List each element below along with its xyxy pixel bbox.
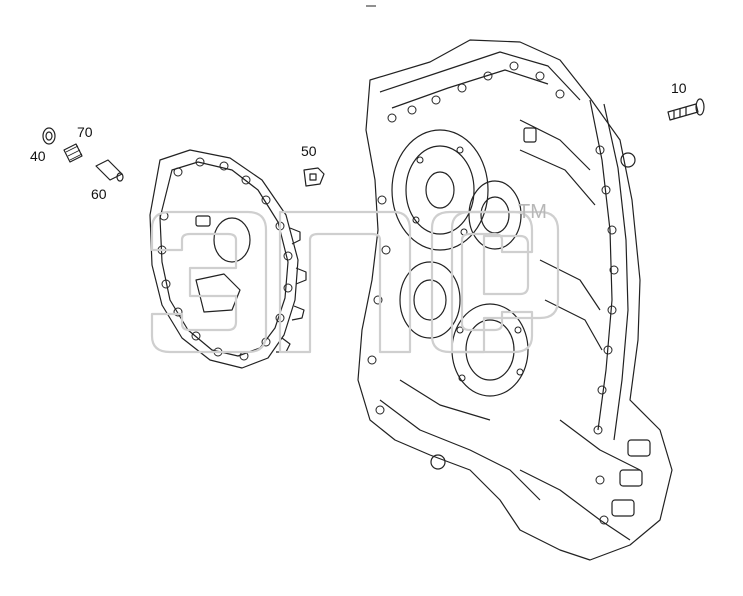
part-70-threaded-plug bbox=[63, 143, 83, 163]
callout-10: 10 bbox=[671, 80, 687, 96]
part-50-clip bbox=[303, 167, 325, 187]
callout-60: 60 bbox=[91, 186, 107, 202]
part-10-bolt bbox=[667, 98, 705, 121]
part-40-washer bbox=[42, 127, 56, 145]
part-60-sleeve bbox=[95, 159, 124, 182]
transmission-housing bbox=[357, 39, 673, 561]
callout-70: 70 bbox=[77, 124, 93, 140]
cover-plate bbox=[149, 149, 307, 369]
watermark-trademark: TM bbox=[518, 201, 547, 223]
watermark-logo bbox=[150, 210, 560, 354]
callout-50: 50 bbox=[301, 143, 317, 159]
callout-40: 40 bbox=[30, 148, 46, 164]
